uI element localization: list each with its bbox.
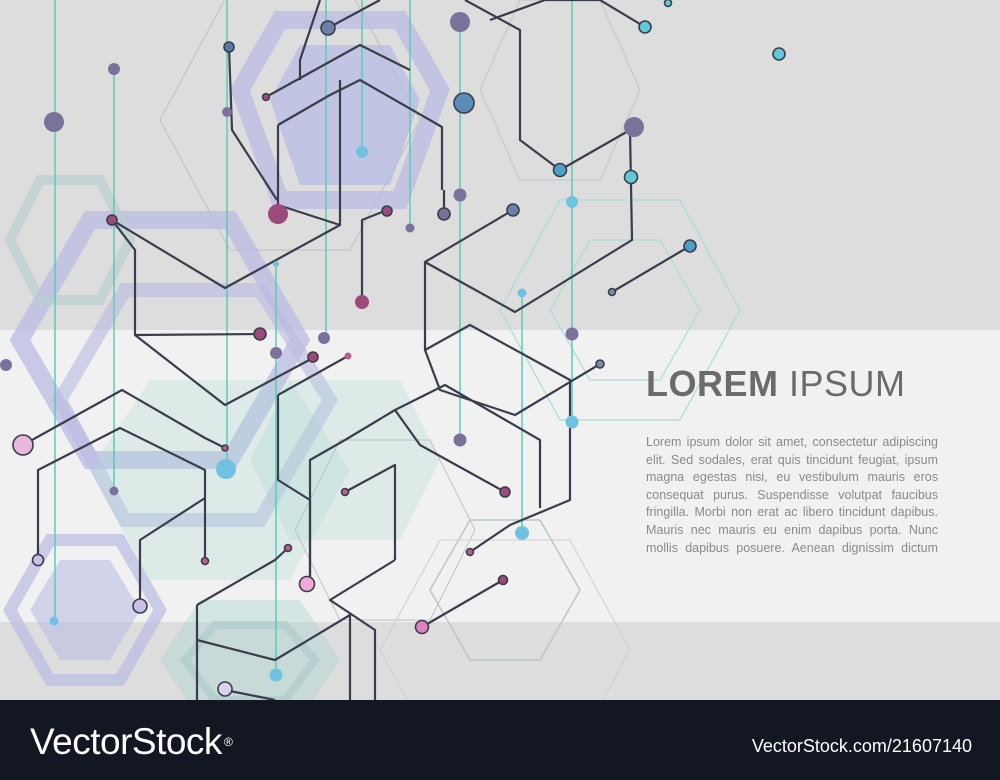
background-hexagons [3, 0, 741, 700]
light-band [0, 330, 1000, 622]
network-lines [22, 0, 691, 700]
text-panel: LOREM IPSUM Lorem ipsum dolor sit amet, … [646, 362, 938, 557]
headline: LOREM IPSUM [646, 362, 938, 406]
artboard: LOREM IPSUM Lorem ipsum dolor sit amet, … [0, 0, 1000, 700]
vertical-teal-lines [54, 0, 573, 675]
trademark: ® [223, 735, 233, 749]
footer-bar: VectorStock® VectorStock.com/21607140 [0, 700, 1000, 780]
network-nodes [0, 0, 786, 697]
brand-name: VectorStock [30, 721, 222, 762]
brand-logo: VectorStock® [30, 720, 233, 764]
headline-bold: LOREM [646, 363, 779, 404]
image-id: VectorStock.com/21607140 [751, 736, 972, 756]
headline-regular: IPSUM [789, 363, 906, 404]
hexagon-network-illustration [0, 0, 786, 700]
body-copy: Lorem ipsum dolor sit amet, consectetur … [646, 435, 938, 555]
